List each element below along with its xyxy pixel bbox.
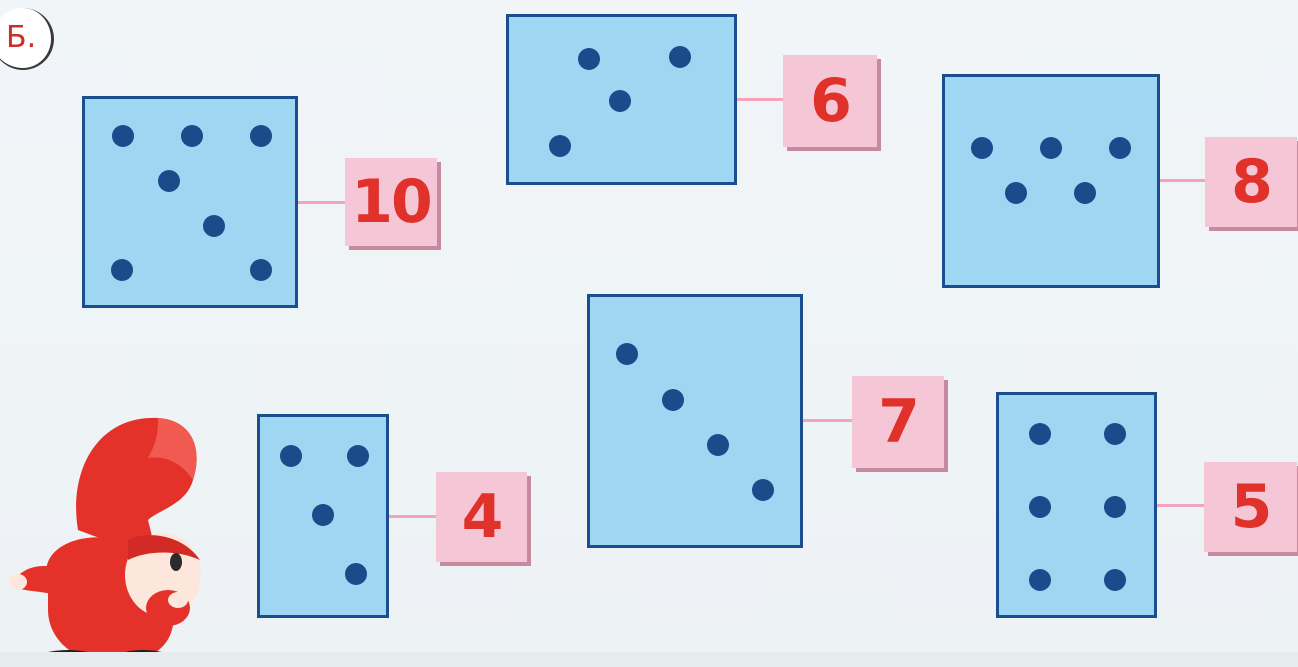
page-bottom-strip [0,652,1298,667]
dot [1074,182,1096,204]
dot [158,170,180,192]
number-label: 7 [878,387,918,457]
dot [1005,182,1027,204]
number-card-d[interactable]: 4 [436,472,527,562]
gnome-illustration [8,410,208,667]
dot [1104,496,1126,518]
dot [616,343,638,365]
dot-box-b [506,14,737,185]
dot [752,479,774,501]
number-card-a[interactable]: 10 [345,158,437,246]
connector-line-c [1160,179,1206,182]
dot [669,46,691,68]
dot [280,445,302,467]
dot-box-c [942,74,1160,288]
connector-line-f [1157,504,1205,507]
dot [662,389,684,411]
number-card-b[interactable]: 6 [783,55,877,147]
dot-box-a [82,96,298,308]
connector-line-e [803,419,853,422]
number-card-f[interactable]: 5 [1204,462,1297,552]
dot-box-d [257,414,389,618]
dot [250,125,272,147]
number-label: 6 [810,66,850,136]
dot [609,90,631,112]
dot [111,259,133,281]
dot [203,215,225,237]
dot [250,259,272,281]
dot [181,125,203,147]
number-label: 5 [1231,472,1271,542]
number-card-e[interactable]: 7 [852,376,944,468]
dot [578,48,600,70]
section-label: Б. [0,8,54,70]
connector-line-b [737,98,784,101]
dot [1040,137,1062,159]
connector-line-d [389,515,437,518]
dot [1029,569,1051,591]
section-label-text: Б. [6,20,36,55]
dot [347,445,369,467]
dot [1109,137,1131,159]
dot [1104,423,1126,445]
dot [1104,569,1126,591]
dot [312,504,334,526]
dot [971,137,993,159]
number-label: 10 [351,167,431,237]
dot [1029,423,1051,445]
dot [1029,496,1051,518]
dot-box-f [996,392,1157,618]
dot [345,563,367,585]
number-label: 4 [462,482,502,552]
dot [112,125,134,147]
dot [549,135,571,157]
number-label: 8 [1231,147,1271,217]
connector-line-a [298,201,346,204]
dot [707,434,729,456]
number-card-c[interactable]: 8 [1205,137,1297,227]
dot-box-e [587,294,803,548]
